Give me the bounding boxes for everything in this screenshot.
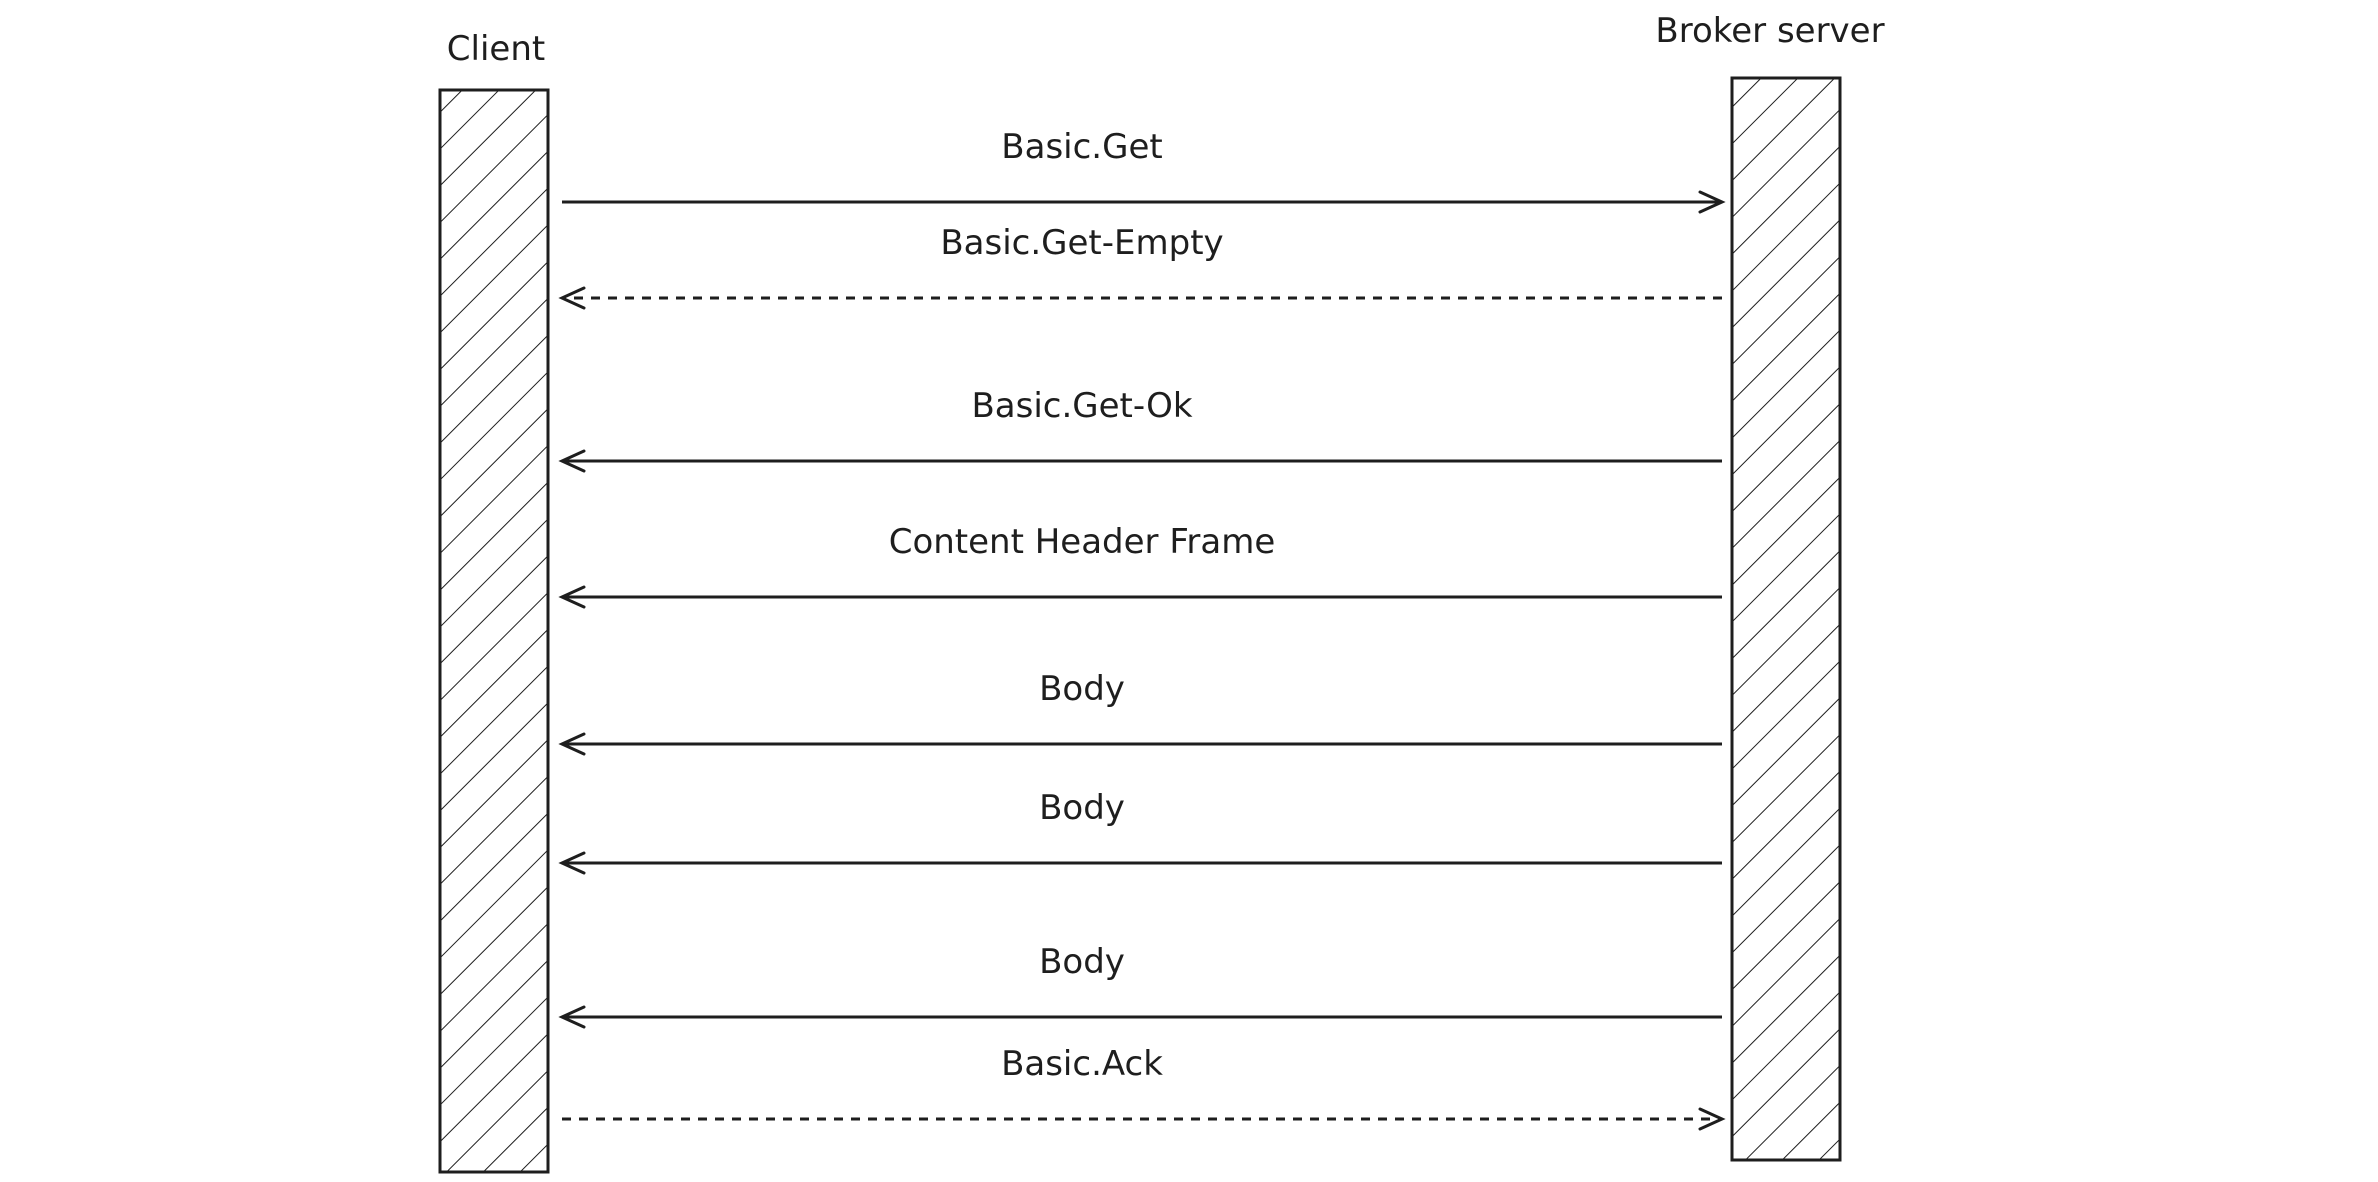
arrowhead-icon bbox=[558, 585, 586, 609]
message-label: Body bbox=[1039, 669, 1125, 709]
arrowhead-icon bbox=[1698, 190, 1726, 214]
message-label: Basic.Get-Ok bbox=[971, 386, 1192, 426]
message-label: Basic.Get bbox=[1001, 127, 1162, 167]
message-label: Basic.Ack bbox=[1001, 1044, 1163, 1084]
broker-server-lifeline bbox=[1730, 76, 1842, 1162]
broker-server-label: Broker server bbox=[1655, 11, 1884, 51]
arrowhead-icon bbox=[558, 732, 586, 756]
arrowhead-icon bbox=[558, 1005, 586, 1029]
messages-group: Basic.GetBasic.Get-EmptyBasic.Get-OkCont… bbox=[558, 127, 1726, 1131]
arrowhead-icon bbox=[558, 851, 586, 875]
arrowhead-icon bbox=[1698, 1107, 1726, 1131]
client-lifeline bbox=[438, 88, 550, 1174]
message-label: Content Header Frame bbox=[889, 522, 1276, 562]
message-label: Basic.Get-Empty bbox=[940, 223, 1223, 263]
client-label: Client bbox=[447, 29, 545, 69]
arrowhead-icon bbox=[558, 286, 586, 310]
message-label: Body bbox=[1039, 788, 1125, 828]
message-label: Body bbox=[1039, 942, 1125, 982]
arrowhead-icon bbox=[558, 449, 586, 473]
